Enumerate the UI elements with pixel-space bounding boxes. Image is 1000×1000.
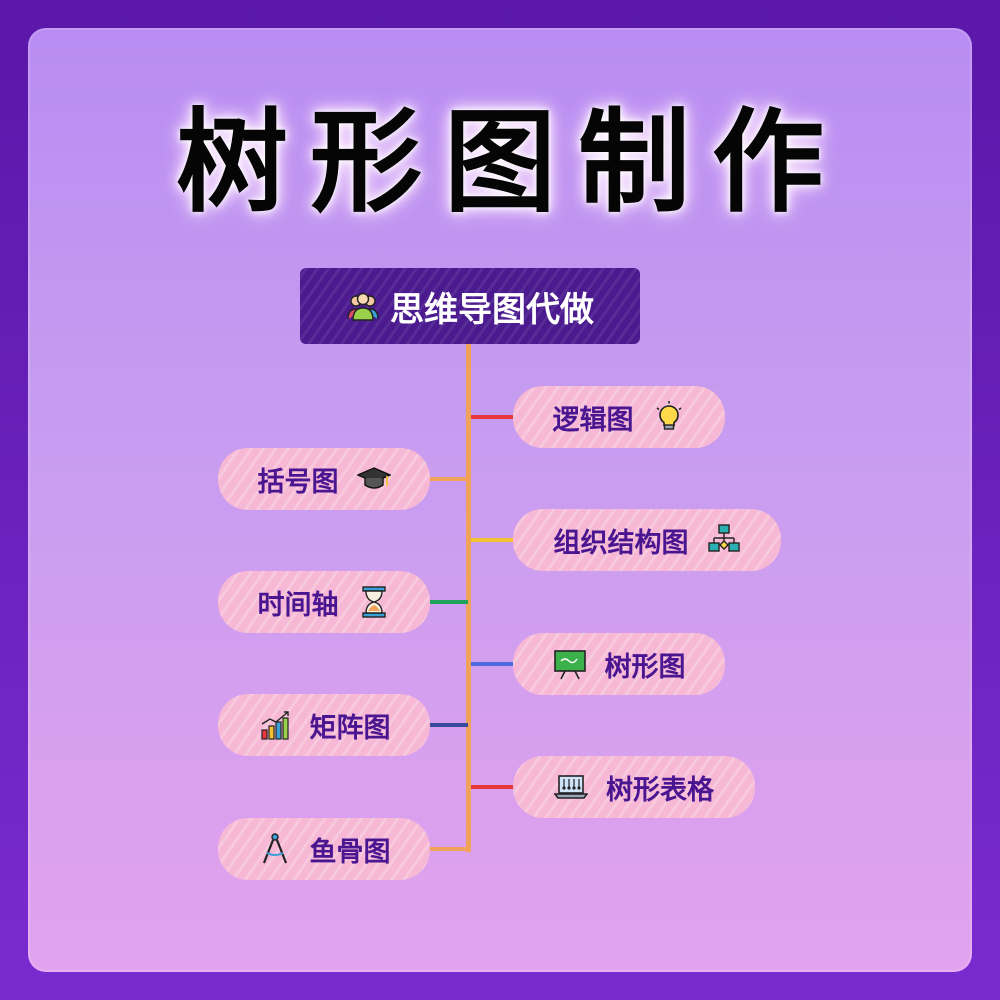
node-tree-diagram[interactable]: 树形图 xyxy=(513,633,725,695)
root-label: 思维导图代做 xyxy=(390,289,594,330)
page-title: 树形图制作 xyxy=(176,98,846,228)
branch-fishbone xyxy=(428,847,468,851)
node-tree-table[interactable]: 树形表格 xyxy=(513,756,755,818)
flowchart-icon xyxy=(707,523,741,557)
content-panel xyxy=(28,28,972,972)
branch-timeline xyxy=(428,600,468,604)
node-logic-diagram[interactable]: 逻辑图 xyxy=(513,386,725,448)
node-fishbone-diagram[interactable]: 鱼骨图 xyxy=(218,818,430,880)
bar-chart-icon xyxy=(258,708,292,742)
node-label: 树形表格 xyxy=(606,774,714,806)
node-label: 组织结构图 xyxy=(553,527,689,559)
tree-trunk xyxy=(466,344,471,852)
branch-logic xyxy=(471,415,513,419)
compass-icon xyxy=(258,832,292,866)
node-label: 逻辑图 xyxy=(552,404,634,436)
hourglass-icon xyxy=(357,585,391,619)
root-node[interactable]: 思维导图代做 xyxy=(300,268,640,344)
node-label: 矩阵图 xyxy=(309,712,391,744)
laptop-icon xyxy=(554,770,588,804)
node-bracket-diagram[interactable]: 括号图 xyxy=(218,448,430,510)
graduation-cap-icon xyxy=(356,462,391,496)
lightbulb-icon xyxy=(652,400,686,434)
node-timeline[interactable]: 时间轴 xyxy=(218,571,430,633)
branch-matrix xyxy=(428,723,468,727)
branch-table xyxy=(471,785,513,789)
node-label: 括号图 xyxy=(257,466,339,498)
people-icon xyxy=(346,289,380,323)
presentation-board-icon xyxy=(553,647,587,681)
node-label: 鱼骨图 xyxy=(309,836,391,868)
node-matrix-diagram[interactable]: 矩阵图 xyxy=(218,694,430,756)
branch-bracket xyxy=(428,477,468,481)
branch-tree xyxy=(471,662,513,666)
node-org-chart[interactable]: 组织结构图 xyxy=(513,509,781,571)
node-label: 树形图 xyxy=(604,651,686,683)
node-label: 时间轴 xyxy=(257,589,339,621)
branch-org xyxy=(471,538,513,542)
